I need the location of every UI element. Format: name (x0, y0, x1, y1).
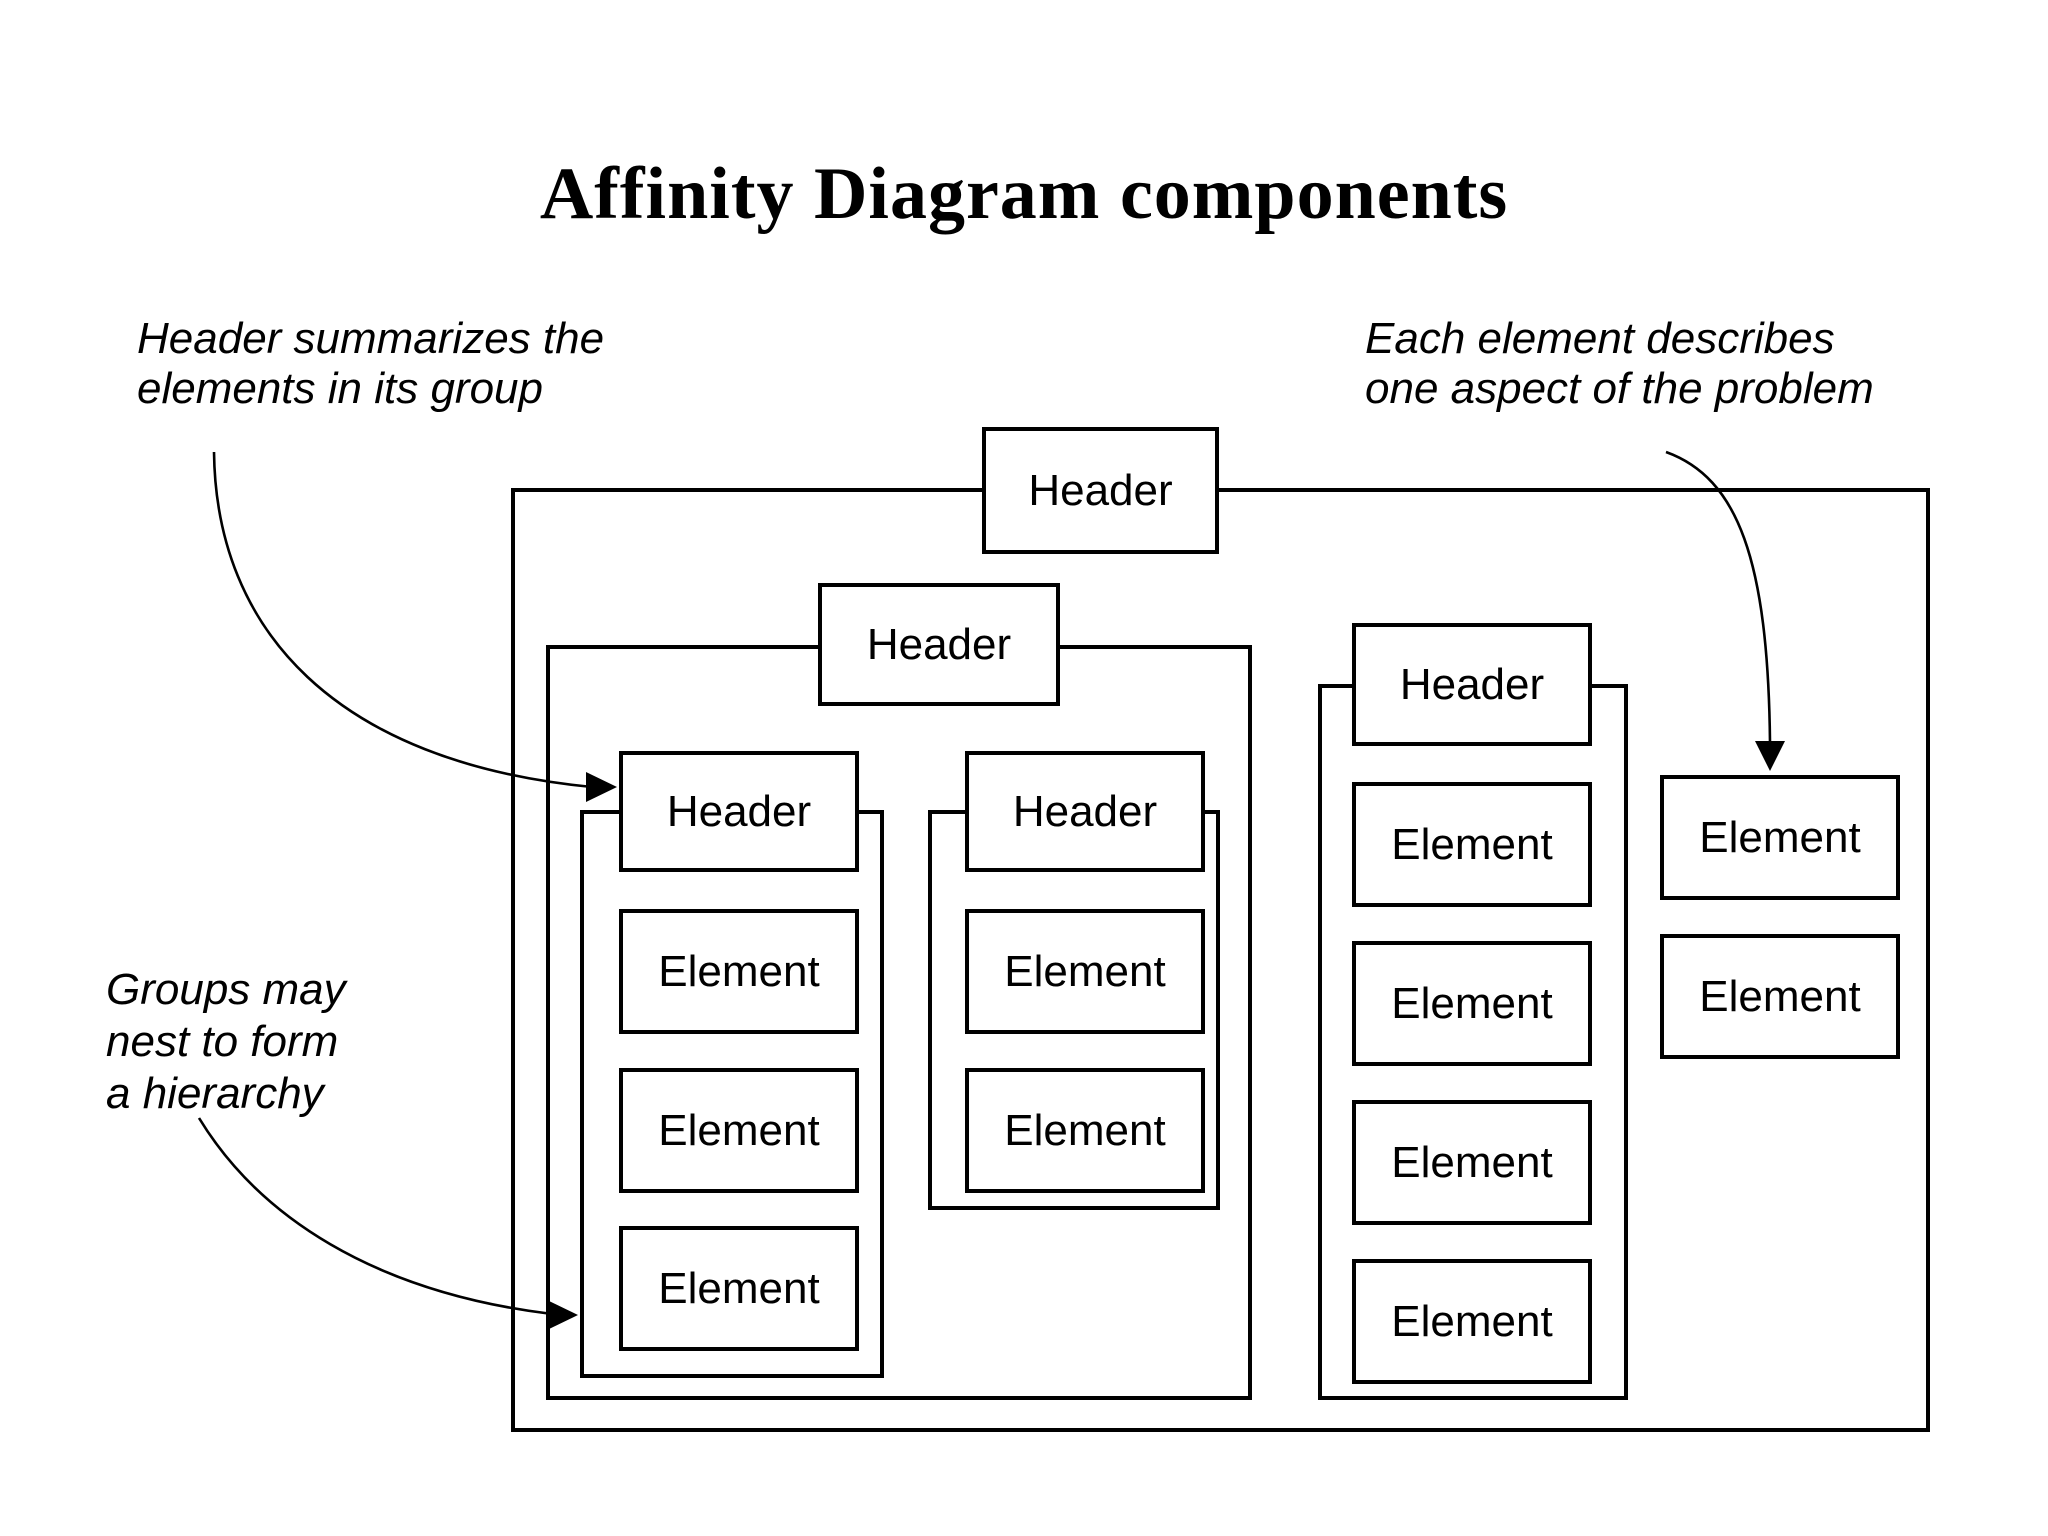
element-card: Element (619, 1226, 859, 1351)
annotation-line: nest to form (106, 1017, 339, 1066)
element-card: Element (619, 909, 859, 1034)
element-card: Element (1352, 1259, 1592, 1384)
annotation-header-note: Header summarizes the elements in its gr… (137, 314, 604, 414)
element-card: Element (965, 909, 1205, 1034)
page-title: Affinity Diagram components (539, 153, 1509, 235)
annotation-line: elements in its group (137, 364, 543, 413)
header-card-left-group: Header (818, 583, 1060, 706)
annotation-line: one aspect of the problem (1365, 364, 1874, 413)
header-card-right-group: Header (1352, 623, 1592, 746)
header-card-subgroup-a: Header (619, 751, 859, 872)
annotation-nesting-note: Groups may nest to form a hierarchy (106, 964, 346, 1120)
element-card: Element (965, 1068, 1205, 1193)
annotation-element-note: Each element describes one aspect of the… (1365, 314, 1874, 414)
header-card-subgroup-b: Header (965, 751, 1205, 872)
element-card: Element (1352, 941, 1592, 1066)
element-card: Element (1660, 775, 1900, 900)
annotation-line: Header summarizes the (137, 314, 605, 363)
annotation-line: Each element describes (1365, 314, 1835, 363)
arrow-nesting-note-line (197, 1117, 553, 1316)
element-card: Element (1352, 1100, 1592, 1225)
header-card-root-group: Header (982, 427, 1219, 554)
annotation-line: a hierarchy (106, 1069, 324, 1118)
annotation-line: Groups may (106, 965, 346, 1014)
element-card: Element (1660, 934, 1900, 1059)
element-card: Element (1352, 782, 1592, 907)
outer-group-box (511, 488, 1930, 1432)
element-card: Element (619, 1068, 859, 1193)
